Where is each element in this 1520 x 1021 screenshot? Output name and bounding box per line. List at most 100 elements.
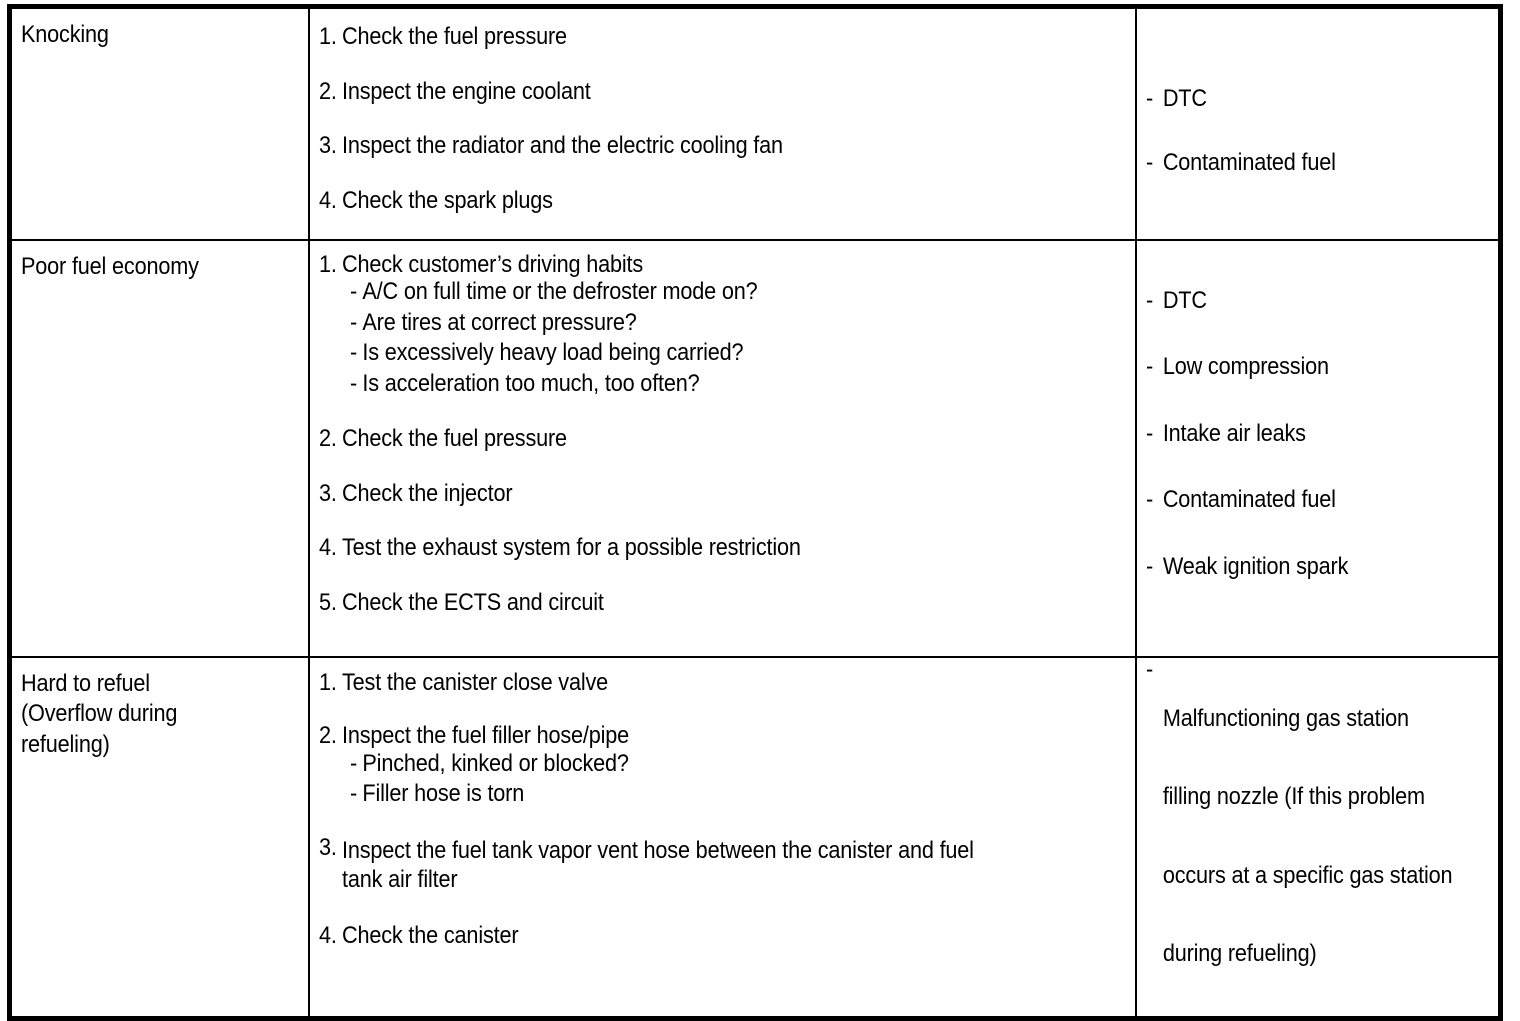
cause-text: Malfunctioning gas station filling nozzl… xyxy=(1163,658,1490,1016)
dash-bullet-icon: - xyxy=(349,278,357,305)
step-text: Inspect the radiator and the electric co… xyxy=(341,132,783,159)
symptom-cell: Knocking xyxy=(8,5,310,241)
step-text: Inspect the engine coolant xyxy=(341,77,591,105)
step-number: 3. xyxy=(318,479,337,507)
step-text: Check the ECTS and circuit xyxy=(341,588,604,616)
step-text: Check the injector xyxy=(341,479,513,507)
symptom-label-line3: refueling) xyxy=(21,730,110,758)
page-canvas: Knocking 1. Check the fuel pressure xyxy=(7,4,1503,1021)
cause-item: - DTC xyxy=(1146,286,1490,314)
cause-text: Low compression xyxy=(1163,353,1330,380)
dash-bullet-icon: - xyxy=(1146,85,1154,112)
dash-bullet-icon: - xyxy=(349,369,357,397)
symptom-cell: Hard to refuel (Overflow during refuelin… xyxy=(8,655,310,1019)
cause-item: - DTC xyxy=(1146,85,1490,112)
table-row: Knocking 1. Check the fuel pressure xyxy=(8,5,1502,241)
step-number: 2. xyxy=(318,425,337,452)
check-step: 4. Check the spark plugs xyxy=(318,186,1128,214)
symptom-cell: Poor fuel economy xyxy=(8,238,310,658)
check-step: 3. Inspect the radiator and the electric… xyxy=(318,132,1128,159)
causes-cell: - DTC - Contaminated fuel xyxy=(1135,5,1502,241)
dash-bullet-icon: - xyxy=(1146,552,1154,580)
symptom-label: Poor fuel economy xyxy=(21,252,199,280)
cause-item: - Contaminated fuel xyxy=(1146,486,1490,513)
check-step: 4. Test the exhaust system for a possibl… xyxy=(318,534,1128,561)
step-number: 1. xyxy=(318,668,337,696)
step-number: 4. xyxy=(318,186,337,214)
check-step: 1. Test the canister close valve xyxy=(318,668,1128,696)
step-number: 2. xyxy=(318,722,337,749)
check-step: 2. Inspect the fuel filler hose/pipe - P… xyxy=(318,722,1128,807)
check-step: 5. Check the ECTS and circuit xyxy=(318,588,1128,616)
step-number: 1. xyxy=(318,250,337,278)
step-number: 4. xyxy=(318,922,337,950)
dash-bullet-icon: - xyxy=(1146,655,1154,683)
check-step: 1. Check customer’s driving habits - A/C… xyxy=(318,250,1128,397)
table-row: Hard to refuel (Overflow during refuelin… xyxy=(8,655,1502,1019)
cause-text-line: occurs at a specific gas station xyxy=(1163,861,1453,889)
checks-cell: 1. Check customer’s driving habits - A/C… xyxy=(307,238,1138,658)
step-text: Test the exhaust system for a possible r… xyxy=(341,534,801,561)
sub-check-item: - Are tires at correct pressure? xyxy=(349,308,1159,336)
cause-text: DTC xyxy=(1163,85,1208,112)
check-step: 3. Inspect the fuel tank vapor vent hose… xyxy=(318,833,1128,896)
step-text: Check the fuel pressure xyxy=(341,23,567,50)
symptom-label-line2: (Overflow during xyxy=(21,700,178,727)
step-text: Test the canister close valve xyxy=(341,668,608,696)
step-number: 3. xyxy=(318,833,337,861)
sub-check-text: Is acceleration too much, too often? xyxy=(361,369,700,397)
checks-cell: 1. Test the canister close valve 2. Insp… xyxy=(307,655,1138,1019)
cause-text-line: Malfunctioning gas station xyxy=(1163,704,1410,732)
sub-check-item: - Is excessively heavy load being carrie… xyxy=(349,339,1159,366)
dash-bullet-icon: - xyxy=(349,339,357,366)
dash-bullet-icon: - xyxy=(349,780,357,807)
symptom-label: Hard to refuel xyxy=(21,669,150,697)
cause-text: DTC xyxy=(1163,286,1208,314)
step-text: Check customer’s driving habits xyxy=(341,250,643,278)
step-text: Check the spark plugs xyxy=(341,186,553,214)
sub-check-text: Are tires at correct pressure? xyxy=(361,308,637,336)
cause-item: - Malfunctioning gas station filling noz… xyxy=(1146,655,1490,1016)
dash-bullet-icon: - xyxy=(1146,486,1154,513)
dash-bullet-icon: - xyxy=(1146,419,1154,447)
sub-check-text: Pinched, kinked or blocked? xyxy=(361,749,629,777)
dash-bullet-icon: - xyxy=(1146,286,1154,314)
dash-bullet-icon: - xyxy=(349,749,357,777)
sub-check-list: - Pinched, kinked or blocked? - Filler h… xyxy=(319,751,1128,807)
step-text: Inspect the fuel filler hose/pipe xyxy=(341,722,629,749)
sub-check-item: - A/C on full time or the defroster mode… xyxy=(349,278,1159,305)
sub-check-item: - Filler hose is torn xyxy=(349,780,1159,807)
check-step: 2. Check the fuel pressure xyxy=(318,425,1128,452)
cause-text-line: filling nozzle (If this problem xyxy=(1163,783,1426,810)
sub-check-item: - Pinched, kinked or blocked? xyxy=(349,749,1159,777)
cause-text: Contaminated fuel xyxy=(1163,148,1337,176)
step-number: 3. xyxy=(318,132,337,159)
symptom-label: Knocking xyxy=(21,21,109,48)
dash-bullet-icon: - xyxy=(349,308,357,336)
causes-cell: - DTC - Low compression - Intake air lea… xyxy=(1135,238,1502,658)
cause-item: - Contaminated fuel xyxy=(1146,148,1490,176)
checks-cell: 1. Check the fuel pressure 2. Inspect th… xyxy=(307,5,1138,241)
check-step: 1. Check the fuel pressure xyxy=(318,23,1128,50)
cause-text: Weak ignition spark xyxy=(1163,552,1349,580)
dash-bullet-icon: - xyxy=(1146,353,1154,380)
step-text: Check the fuel pressure xyxy=(341,425,567,452)
cause-text: Intake air leaks xyxy=(1163,419,1307,447)
step-text: Check the canister xyxy=(341,922,519,950)
cause-item: - Intake air leaks xyxy=(1146,419,1490,447)
step-number: 2. xyxy=(318,77,337,105)
sub-check-text: Filler hose is torn xyxy=(361,780,524,807)
step-number: 5. xyxy=(318,588,337,616)
check-step: 4. Check the canister xyxy=(319,924,1128,949)
cause-text: Contaminated fuel xyxy=(1163,486,1337,513)
dash-bullet-icon: - xyxy=(1146,148,1154,176)
cause-item: - Weak ignition spark xyxy=(1146,552,1490,580)
cause-text-line: during refueling) xyxy=(1163,940,1317,967)
sub-check-item: - Is acceleration too much, too often? xyxy=(349,369,1159,397)
table-row: Poor fuel economy 1. Check customer’s dr… xyxy=(8,238,1502,658)
step-number: 4. xyxy=(318,534,337,561)
cause-item: - Low compression xyxy=(1146,353,1490,380)
troubleshooting-table: Knocking 1. Check the fuel pressure xyxy=(7,4,1503,1021)
step-number: 1. xyxy=(318,23,337,50)
step-text: Inspect the fuel tank vapor vent hose be… xyxy=(341,836,974,894)
